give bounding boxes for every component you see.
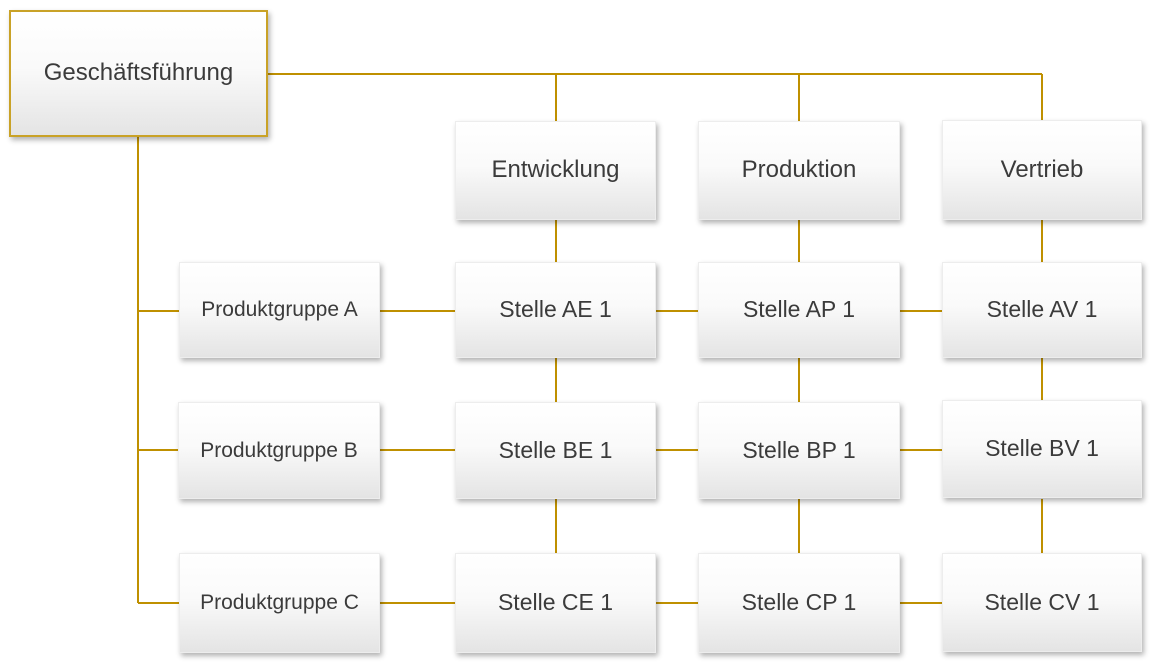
node-stelle-be-1: Stelle BE 1 xyxy=(455,402,656,499)
node-stelle-bp-1: Stelle BP 1 xyxy=(698,402,900,499)
node-geschaeftsfuehrung: Geschäftsführung xyxy=(9,10,268,137)
node-produktgruppe-b: Produktgruppe B xyxy=(178,402,380,499)
connector-path xyxy=(137,73,1043,604)
node-stelle-ae-1: Stelle AE 1 xyxy=(455,262,656,358)
node-entwicklung: Entwicklung xyxy=(455,121,656,220)
node-vertrieb: Vertrieb xyxy=(942,120,1142,220)
node-stelle-bv-1: Stelle BV 1 xyxy=(942,400,1142,498)
node-stelle-av-1: Stelle AV 1 xyxy=(942,262,1142,358)
node-produktgruppe-c: Produktgruppe C xyxy=(179,553,380,653)
node-stelle-cv-1: Stelle CV 1 xyxy=(942,553,1142,652)
node-produktgruppe-a: Produktgruppe A xyxy=(179,262,380,358)
node-stelle-ce-1: Stelle CE 1 xyxy=(455,553,656,653)
node-produktion: Produktion xyxy=(698,121,900,220)
node-stelle-ap-1: Stelle AP 1 xyxy=(698,262,900,358)
node-stelle-cp-1: Stelle CP 1 xyxy=(698,553,900,653)
